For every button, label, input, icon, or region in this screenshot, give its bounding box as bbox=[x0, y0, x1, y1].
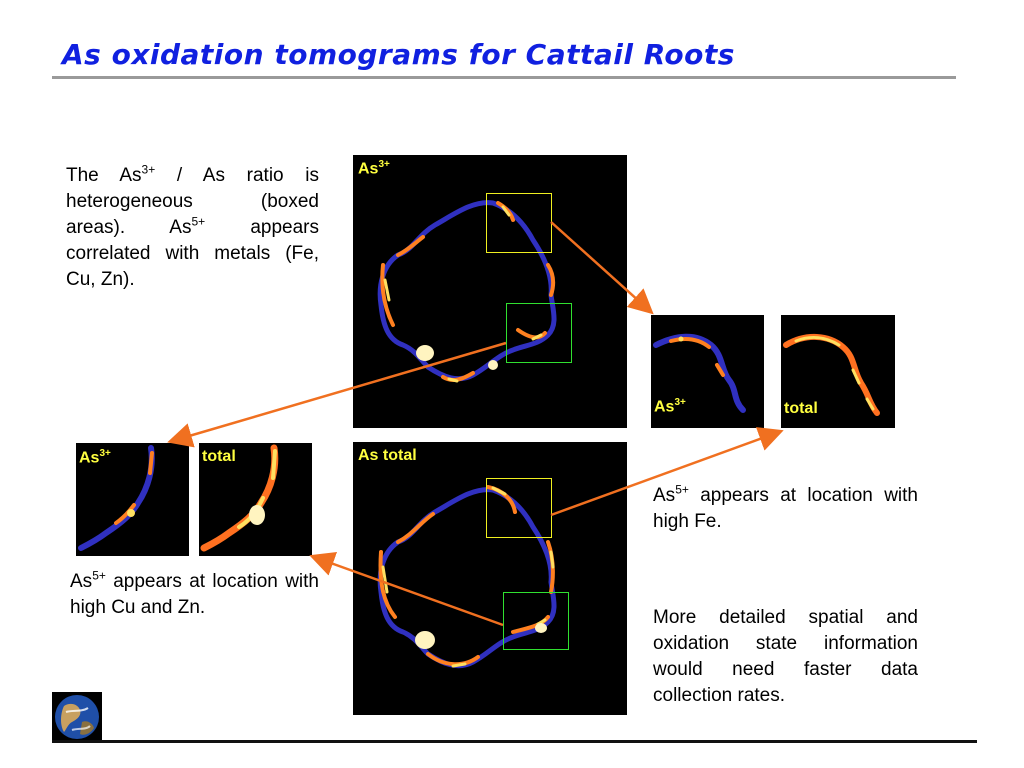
box-yellow-bottom bbox=[486, 478, 552, 538]
zoom-right-as3: As3+ bbox=[651, 315, 764, 428]
arrow-top-yellow-to-right bbox=[550, 221, 654, 315]
arrow-bottom-yellow-to-right bbox=[550, 427, 784, 517]
tomogram-as3-main: As3+ bbox=[353, 155, 627, 428]
tomogram-as-total-main: As total bbox=[353, 442, 627, 715]
box-green-top bbox=[506, 303, 572, 363]
right-paragraph-fe: As5+ appears at location with high Fe. bbox=[653, 482, 918, 532]
zoom-left-as3: As3+ bbox=[76, 443, 189, 556]
page-title: As oxidation tomograms for Cattail Roots bbox=[62, 38, 735, 71]
label-as3-main: As3+ bbox=[358, 159, 390, 178]
zoom-left-total: total bbox=[199, 443, 312, 556]
earth-globe-logo bbox=[52, 692, 102, 742]
box-green-bottom bbox=[503, 592, 569, 650]
label-zoom-left-total: total bbox=[202, 448, 236, 465]
footer-rule bbox=[52, 740, 977, 743]
right-paragraph-detail: More detailed spatial and oxidation stat… bbox=[653, 607, 918, 706]
label-as-total-main: As total bbox=[358, 447, 417, 464]
left-paragraph-ratio: The As3+ / As ratio is heterogeneous (bo… bbox=[66, 162, 319, 290]
left-paragraph-cu-zn: As5+ appears at location with high Cu an… bbox=[70, 568, 319, 618]
label-zoom-right-as3: As3+ bbox=[654, 397, 686, 416]
title-underline bbox=[52, 76, 956, 79]
label-zoom-right-total: total bbox=[784, 400, 818, 417]
label-zoom-left-as3: As3+ bbox=[79, 448, 111, 467]
arrow-top-green-to-left bbox=[167, 341, 507, 448]
arrow-bottom-green-to-left bbox=[309, 552, 504, 627]
zoom-right-total: total bbox=[781, 315, 895, 428]
